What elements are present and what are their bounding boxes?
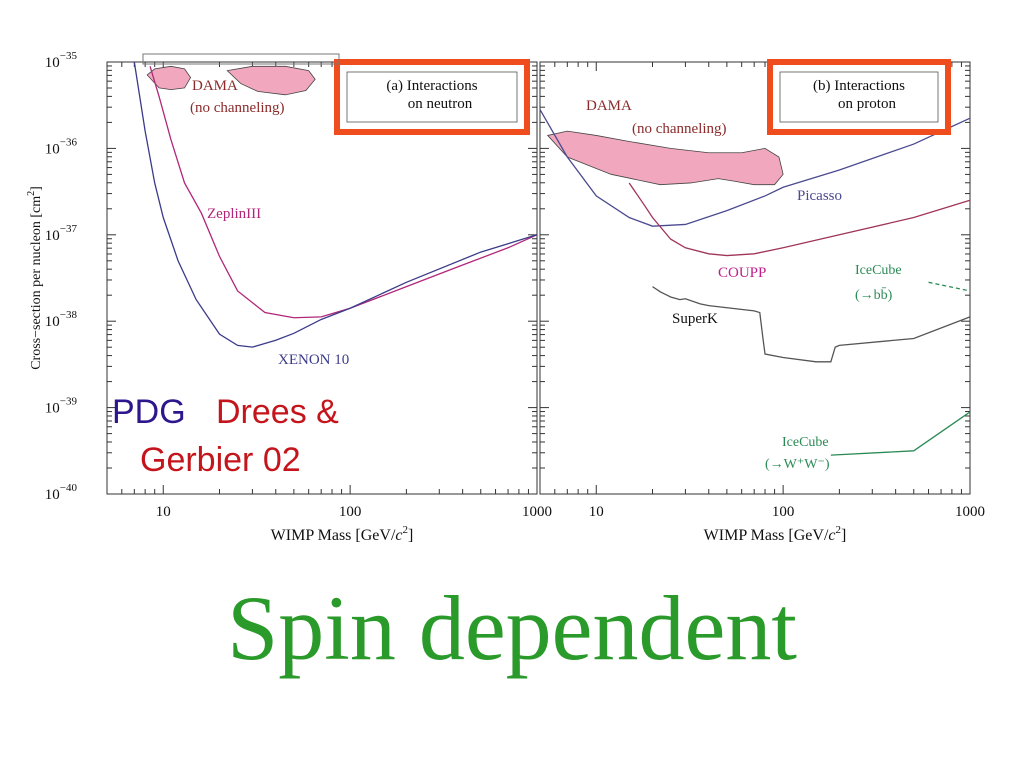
x-axis-label-close: ] [841,527,846,544]
icecube_ww-curve [830,411,971,456]
y-tick-exponent: −36 [60,136,78,148]
y-tick-exponent: −35 [60,50,78,62]
y-tick-exponent: −39 [60,396,78,408]
x-axis-label: WIMP Mass [GeV/c2] [704,524,847,544]
y-tick-label: 10−39 [45,396,78,417]
x-axis-label-close: ] [408,527,413,544]
y-tick-label: 10−37 [45,223,78,244]
x-tick-label: 10 [589,504,604,520]
superk-label: SuperK [672,311,718,327]
y-tick-base: 10 [45,314,60,330]
x-axis-label-c: c [395,527,402,544]
icecube-bb-label: IceCube [855,263,902,278]
interaction-inner-box [779,71,939,123]
y-axis-label: Cross−section per nucleon [cm2] [26,186,44,370]
interaction-label-line1: (b) Interactions [813,78,905,94]
y-tick-label: 10−38 [45,309,78,330]
x-tick-label: 10 [156,504,171,520]
slide-title: Spin dependent [227,577,797,679]
dama-label: DAMA [586,98,632,114]
x-axis-label-text: WIMP Mass [GeV/ [271,527,396,544]
x-axis-label-text: WIMP Mass [GeV/ [704,527,829,544]
x-tick-label: 1000 [955,504,985,520]
icecube-ww-label: IceCube [782,435,829,450]
picasso-label: Picasso [797,188,842,204]
superk-curve [652,286,971,363]
zeplin-curve [149,66,538,319]
y-tick-base: 10 [45,401,60,417]
y-tick-exponent: −37 [60,223,78,235]
interaction-highlight-box [767,59,951,135]
dama-region [546,130,784,186]
coupp-curve [628,182,971,257]
coupp-label: COUPP [718,265,766,281]
y-axis-label-close: ] [29,186,44,191]
y-tick-exponent: −38 [60,309,78,321]
dama-region [146,65,192,91]
y-tick-base: 10 [45,228,60,244]
dama-sublabel: (no channeling) [190,100,285,116]
drees-label: Drees & [216,393,339,431]
icecube-ww-sublabel: (→W⁺W⁻) [765,457,830,472]
xenon-label: XENON 10 [278,352,349,368]
y-tick-label: 10−35 [45,50,78,71]
y-tick-label: 10−40 [45,482,78,503]
plot-frame [539,61,971,495]
dama-label: DAMA [192,78,238,94]
picasso-curve [539,109,971,227]
x-axis-label-c: c [828,527,835,544]
top-frame [142,53,340,65]
x-axis-label-sup: 2 [836,524,842,536]
x-axis-label: WIMP Mass [GeV/c2] [271,524,414,544]
interaction-inner-box [346,71,518,123]
x-tick-label: 100 [339,504,362,520]
x-axis-label-sup: 2 [403,524,409,536]
dama-region-secondary [226,65,316,96]
x-tick-label: 100 [772,504,795,520]
interaction-label-line2: on proton [838,96,896,112]
y-tick-base: 10 [45,487,60,503]
x-tick-label: 1000 [522,504,552,520]
zeplin-label: ZeplinIII [207,206,261,222]
y-tick-base: 10 [45,55,60,71]
icecube-bb-sublabel: (→bb̄) [855,287,893,303]
y-axis-label-text: Cross−section per nucleon [cm [29,196,44,370]
plot-frame [106,61,538,495]
xenon-curve [133,61,538,348]
y-tick-label: 10−36 [45,136,78,157]
icecube_bb-curve [928,281,971,292]
pdg-label: PDG [112,393,186,431]
interaction-label-line1: (a) Interactions [386,78,477,94]
dama-sublabel: (no channeling) [632,121,727,137]
y-tick-exponent: −40 [60,482,78,494]
y-axis-label-sup: 2 [26,191,37,196]
interaction-label-line2: on neutron [408,96,473,112]
interaction-highlight-box [334,59,530,135]
gerbier-label: Gerbier 02 [140,441,301,479]
y-tick-base: 10 [45,141,60,157]
